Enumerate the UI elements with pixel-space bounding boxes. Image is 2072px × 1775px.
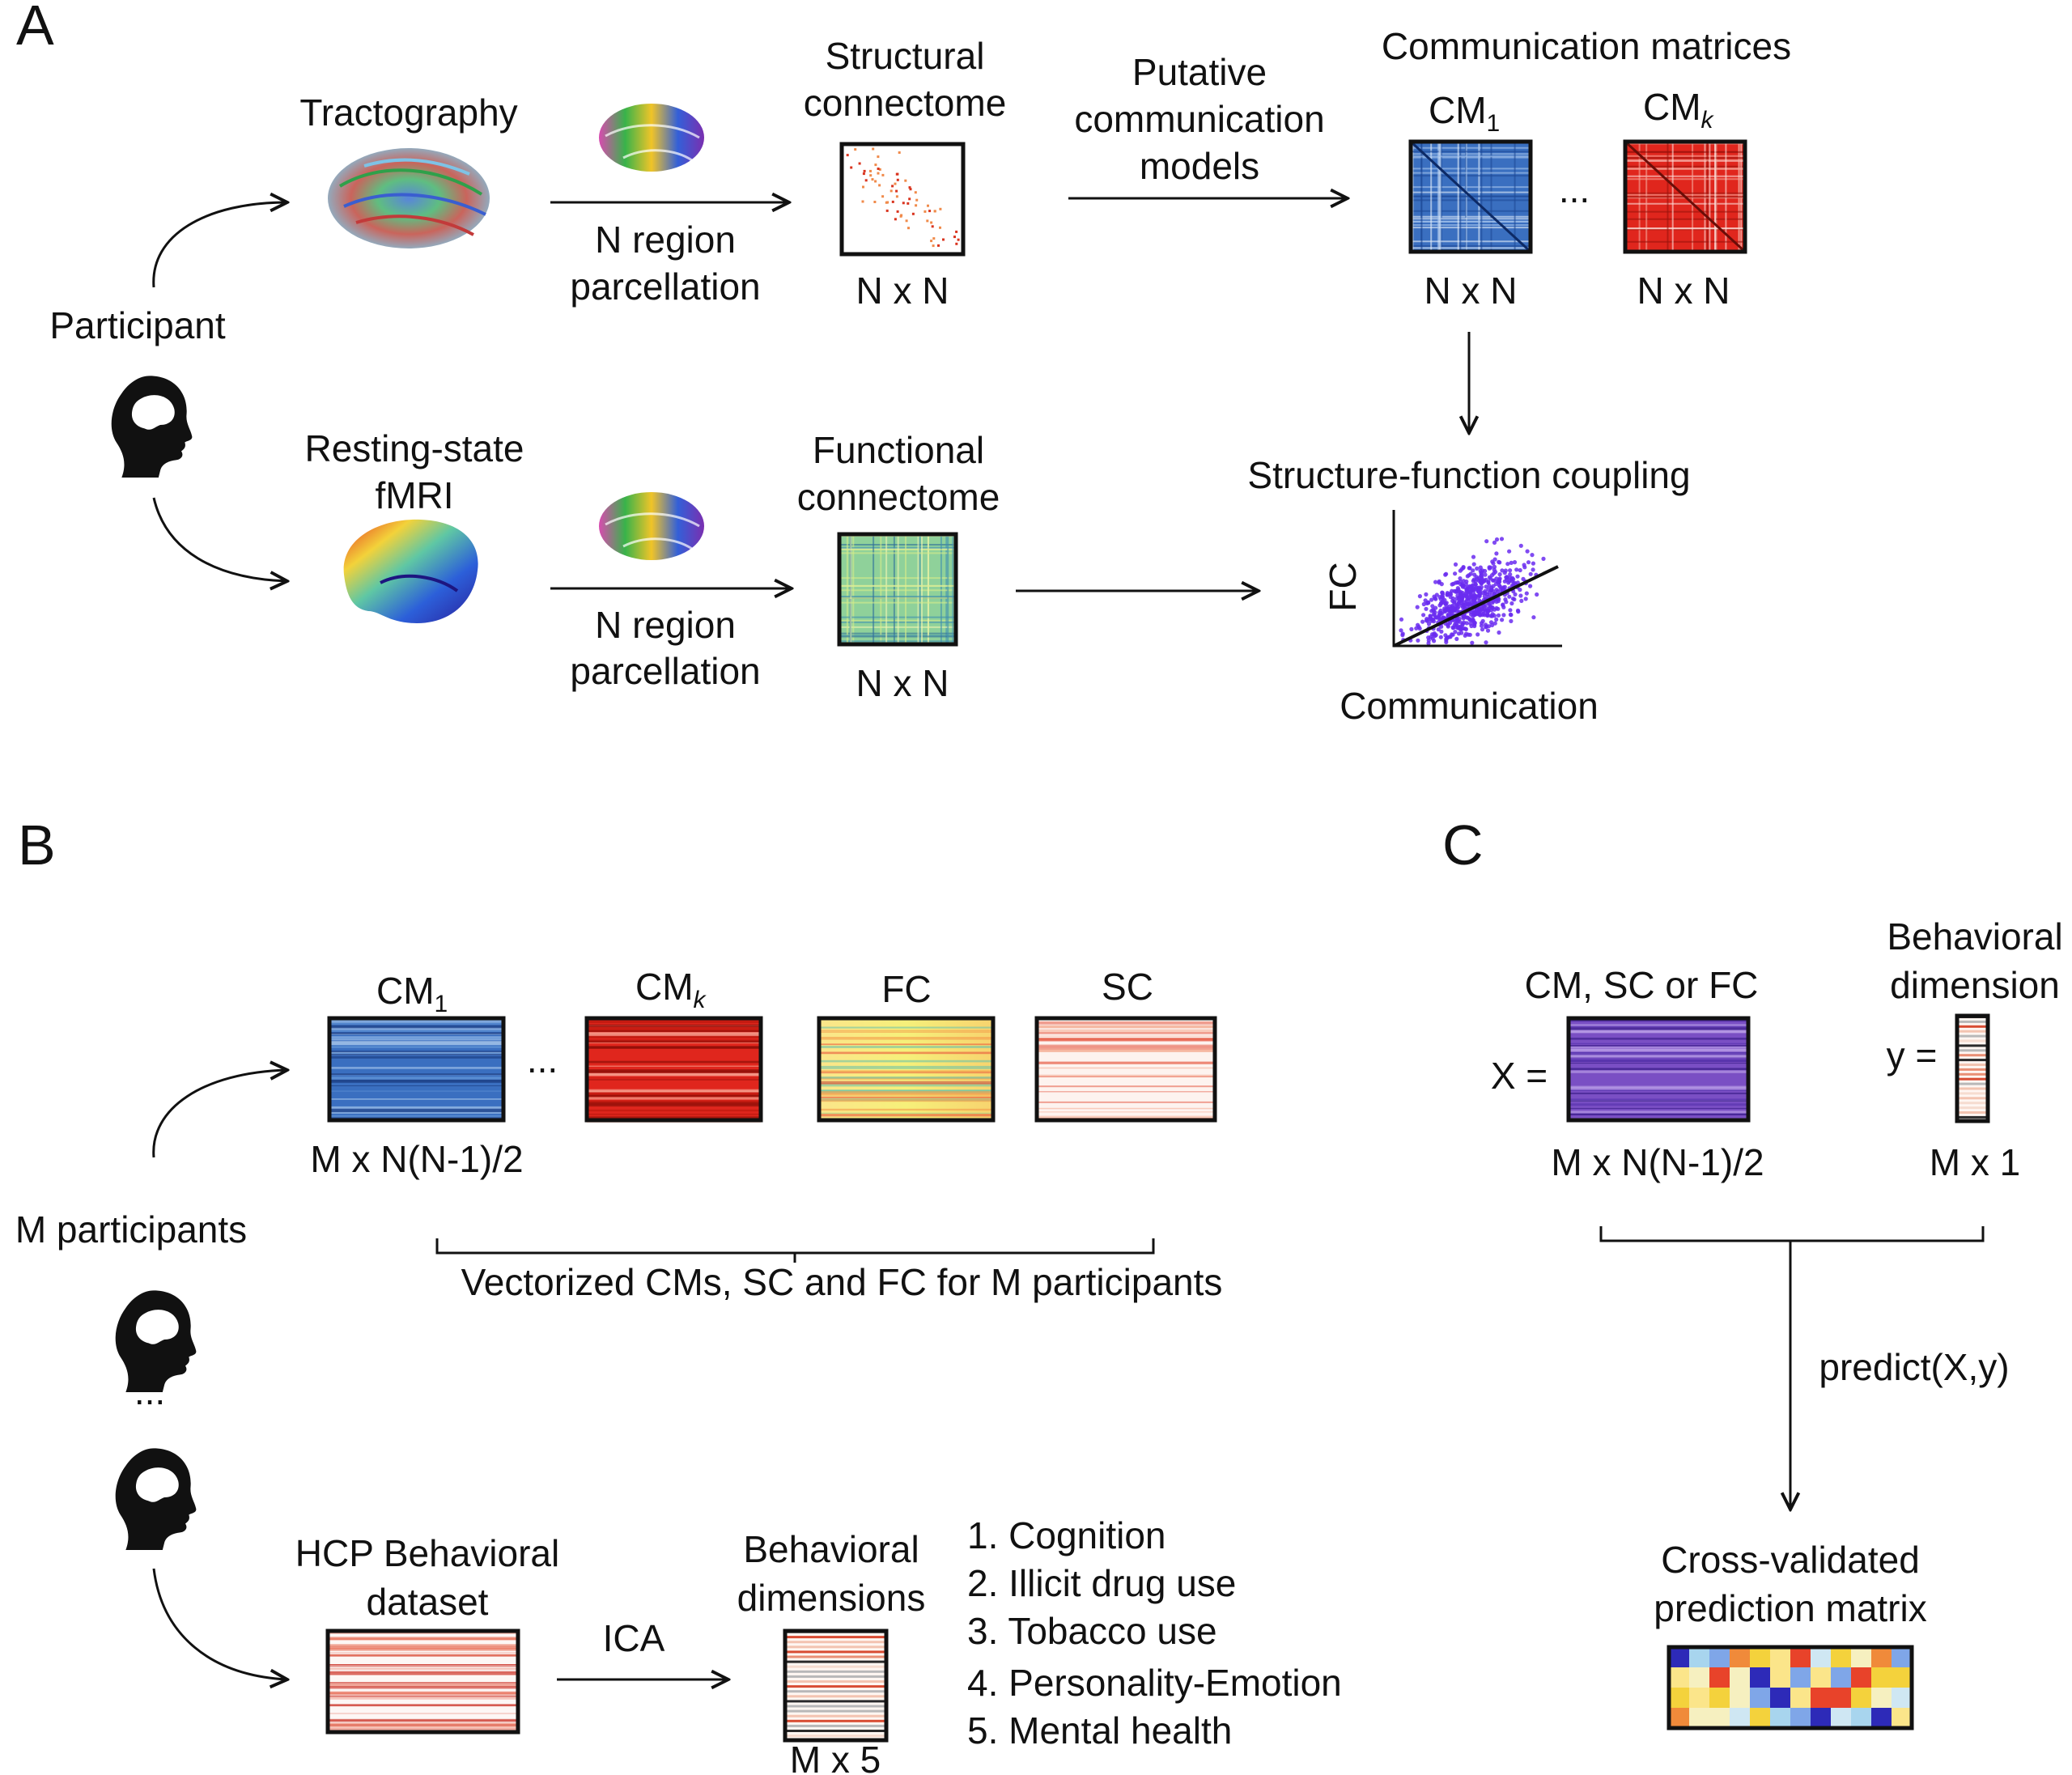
parcellation-brain-icon-bottom <box>599 492 704 560</box>
prediction-matrix-title-line2: prediction matrix <box>1654 1587 1926 1629</box>
arrow-participant-to-tractography <box>152 202 287 288</box>
fc-label-b: FC <box>881 968 931 1010</box>
tractography-brain-icon <box>328 148 490 248</box>
scatter-y-axis-label: FC <box>1322 562 1364 611</box>
hcp-label-line1: HCP Behavioral <box>295 1532 559 1574</box>
y-vector-title-line2: dimension <box>1890 964 2060 1006</box>
functional-connectome-matrix <box>837 532 958 647</box>
hcp-label-line2: dataset <box>367 1581 489 1623</box>
participant-label: Participant <box>49 304 226 346</box>
coupling-title: Structure-function coupling <box>1247 454 1690 496</box>
cm1-label-a: CM1 <box>1429 89 1500 137</box>
structural-connectome-title-line1: Structural <box>826 35 985 77</box>
functional-connectome-size: N x N <box>856 662 949 704</box>
parcellation-label-bottom-line2: parcellation <box>570 650 760 692</box>
cmk-matrix-a <box>1623 139 1747 254</box>
participants-ellipsis: ... <box>134 1370 165 1412</box>
ica-label: ICA <box>603 1617 665 1659</box>
cmk-label-a: CMk <box>1643 86 1715 134</box>
communication-matrices-title: Communication matrices <box>1382 25 1791 67</box>
dimension-item-4: 4. Personality-Emotion <box>967 1662 1342 1704</box>
prediction-bracket <box>1599 1226 1985 1242</box>
models-label-line3: models <box>1140 145 1259 187</box>
structural-connectome-size: N x N <box>856 270 949 312</box>
y-vector-title-line1: Behavioral <box>1887 915 2062 958</box>
x-matrix-title: CM, SC or FC <box>1525 964 1759 1006</box>
behavioral-dimension-list: 1. Cognition 2. Illicit drug use 3. Toba… <box>967 1514 1342 1752</box>
vector-dims-label-b: M x N(N-1)/2 <box>310 1138 523 1180</box>
cmk-label-b: CMk <box>635 966 707 1013</box>
sc-label-b: SC <box>1102 966 1153 1008</box>
parcellation-label-bottom-line1: N region <box>595 604 736 646</box>
x-equals-label: X = <box>1491 1055 1548 1097</box>
arrow-to-hcp-dataset <box>152 1568 287 1679</box>
coupling-scatter-plot <box>1392 510 1562 648</box>
parcellation-label-top-line2: parcellation <box>570 265 760 308</box>
functional-connectome-title-line1: Functional <box>813 429 984 471</box>
cmk-vector-matrix <box>584 1016 763 1123</box>
y-behavior-vector <box>1955 1013 1990 1123</box>
behavioral-dimensions-label-line1: Behavioral <box>743 1528 919 1570</box>
behavioral-dimensions-size: M x 5 <box>790 1739 881 1775</box>
dimension-item-5: 5. Mental health <box>967 1709 1232 1752</box>
dimension-item-3: 3. Tobacco use <box>967 1610 1217 1652</box>
cmk-size-a: N x N <box>1637 270 1730 312</box>
cm1-vector-matrix <box>327 1016 506 1123</box>
cm1-size-a: N x N <box>1424 270 1518 312</box>
dimension-item-2: 2. Illicit drug use <box>967 1562 1236 1604</box>
parcellation-brain-icon-top <box>599 104 704 172</box>
vectorized-bracket <box>435 1238 1155 1263</box>
parcellation-label-top-line1: N region <box>595 219 736 261</box>
resting-state-label-line1: Resting-state <box>304 427 524 469</box>
resting-state-label-line2: fMRI <box>375 474 453 516</box>
y-equals-label: y = <box>1887 1034 1938 1076</box>
x-matrix-size: M x N(N-1)/2 <box>1551 1141 1764 1183</box>
prediction-matrix <box>1667 1645 1914 1730</box>
y-vector-size: M x 1 <box>1930 1141 2020 1183</box>
x-feature-matrix <box>1566 1016 1751 1123</box>
structural-connectome-title-line2: connectome <box>804 82 1007 124</box>
ellipsis-a: ... <box>1559 168 1590 210</box>
panel-label-b: B <box>18 813 56 877</box>
predict-label: predict(X,y) <box>1819 1346 2009 1388</box>
behavioral-dimensions-matrix <box>783 1628 889 1743</box>
dimension-item-1: 1. Cognition <box>967 1514 1166 1556</box>
models-label-line1: Putative <box>1132 51 1267 93</box>
participant-head-icon <box>111 376 193 478</box>
scatter-x-axis-label: Communication <box>1340 685 1599 727</box>
prediction-matrix-title-line1: Cross-validated <box>1661 1539 1920 1581</box>
panel-label-a: A <box>16 0 54 57</box>
panel-label-c: C <box>1442 813 1484 877</box>
arrow-m-participants-to-matrices <box>152 1070 287 1158</box>
hcp-dataset-matrix <box>325 1628 520 1735</box>
vectorized-caption: Vectorized CMs, SC and FC for M particip… <box>461 1261 1223 1303</box>
fc-vector-matrix <box>817 1016 996 1123</box>
arrow-participant-to-fmri <box>152 497 287 581</box>
tractography-label: Tractography <box>299 91 517 134</box>
behavioral-dimensions-label-line2: dimensions <box>737 1577 926 1619</box>
sc-vector-matrix <box>1034 1016 1217 1123</box>
m-participants-label: M participants <box>15 1208 247 1251</box>
participant-head-icon-2 <box>115 1448 197 1550</box>
fmri-brain-icon <box>343 519 478 623</box>
functional-connectome-title-line2: connectome <box>797 476 1000 518</box>
ellipsis-b: ... <box>527 1038 558 1081</box>
models-label-line2: communication <box>1074 98 1324 140</box>
structural-connectome-matrix <box>839 142 966 257</box>
cm1-label-b: CM1 <box>376 970 448 1017</box>
cm1-matrix-a <box>1408 139 1533 254</box>
